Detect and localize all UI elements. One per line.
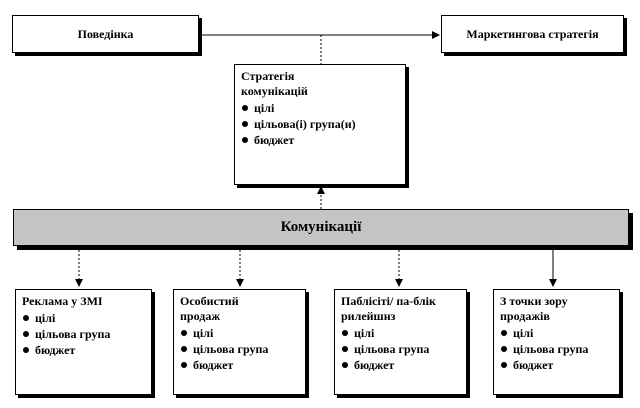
list-item: цільова група	[180, 341, 299, 357]
bullet-icon	[181, 362, 187, 368]
list-item: бюджет	[22, 342, 145, 358]
list-item: цілі	[241, 100, 399, 116]
list-item: цілі	[180, 325, 299, 341]
list-item: цілі	[500, 325, 613, 341]
bullet-icon	[501, 346, 507, 352]
list-item: бюджет	[341, 357, 460, 373]
channel-title: З точки зору продажів	[500, 294, 568, 323]
list-item: цільова(і) група(и)	[241, 116, 399, 132]
communication-strategy-box: Стратегія комунікацій цілі цільова(і) гр…	[234, 64, 406, 185]
channel-box-publicity-pr: Паблісіті/ па-блік рилейшнз цілі цільова…	[334, 289, 467, 395]
channel-title: Реклама у ЗМІ	[22, 294, 103, 308]
list-item: бюджет	[500, 357, 613, 373]
bullet-icon	[242, 137, 248, 143]
bullet-icon	[342, 330, 348, 336]
bullet-icon	[181, 330, 187, 336]
list-item: цілі	[341, 325, 460, 341]
bullet-icon	[242, 105, 248, 111]
list-item: бюджет	[241, 132, 399, 148]
bullet-icon	[342, 362, 348, 368]
channel-list: цілі цільова група бюджет	[500, 325, 613, 373]
bullet-icon	[242, 121, 248, 127]
channel-title: Особистий продаж	[180, 294, 239, 323]
bullet-icon	[181, 346, 187, 352]
list-item: цільова група	[500, 341, 613, 357]
communications-band-label: Комунікації	[280, 219, 362, 235]
channel-box-media-advertising: Реклама у ЗМІ цілі цільова група бюджет	[15, 289, 152, 395]
communication-strategy-title: Стратегія комунікацій	[241, 69, 308, 98]
channel-box-personal-selling: Особистий продаж цілі цільова група бюдж…	[173, 289, 306, 395]
channel-box-sales-perspective: З точки зору продажів цілі цільова група…	[493, 289, 620, 395]
behavior-label: Поведінка	[77, 26, 134, 41]
channel-list: цілі цільова група бюджет	[180, 325, 299, 373]
bullet-icon	[501, 330, 507, 336]
communications-band: Комунікації	[13, 209, 629, 246]
list-item: цілі	[22, 310, 145, 326]
list-item: цільова група	[22, 326, 145, 342]
marketing-strategy-label: Маркетингова стратегія	[466, 26, 599, 41]
channel-list: цілі цільова група бюджет	[341, 325, 460, 373]
list-item: бюджет	[180, 357, 299, 373]
bullet-icon	[23, 315, 29, 321]
bullet-icon	[501, 362, 507, 368]
bullet-icon	[23, 331, 29, 337]
behavior-box: Поведінка	[12, 15, 199, 53]
marketing-strategy-box: Маркетингова стратегія	[441, 15, 624, 53]
channel-list: цілі цільова група бюджет	[22, 310, 145, 358]
channel-title: Паблісіті/ па-блік рилейшнз	[341, 294, 436, 323]
bullet-icon	[342, 346, 348, 352]
list-item: цільова група	[341, 341, 460, 357]
bullet-icon	[23, 347, 29, 353]
communication-strategy-list: цілі цільова(і) група(и) бюджет	[241, 100, 399, 148]
